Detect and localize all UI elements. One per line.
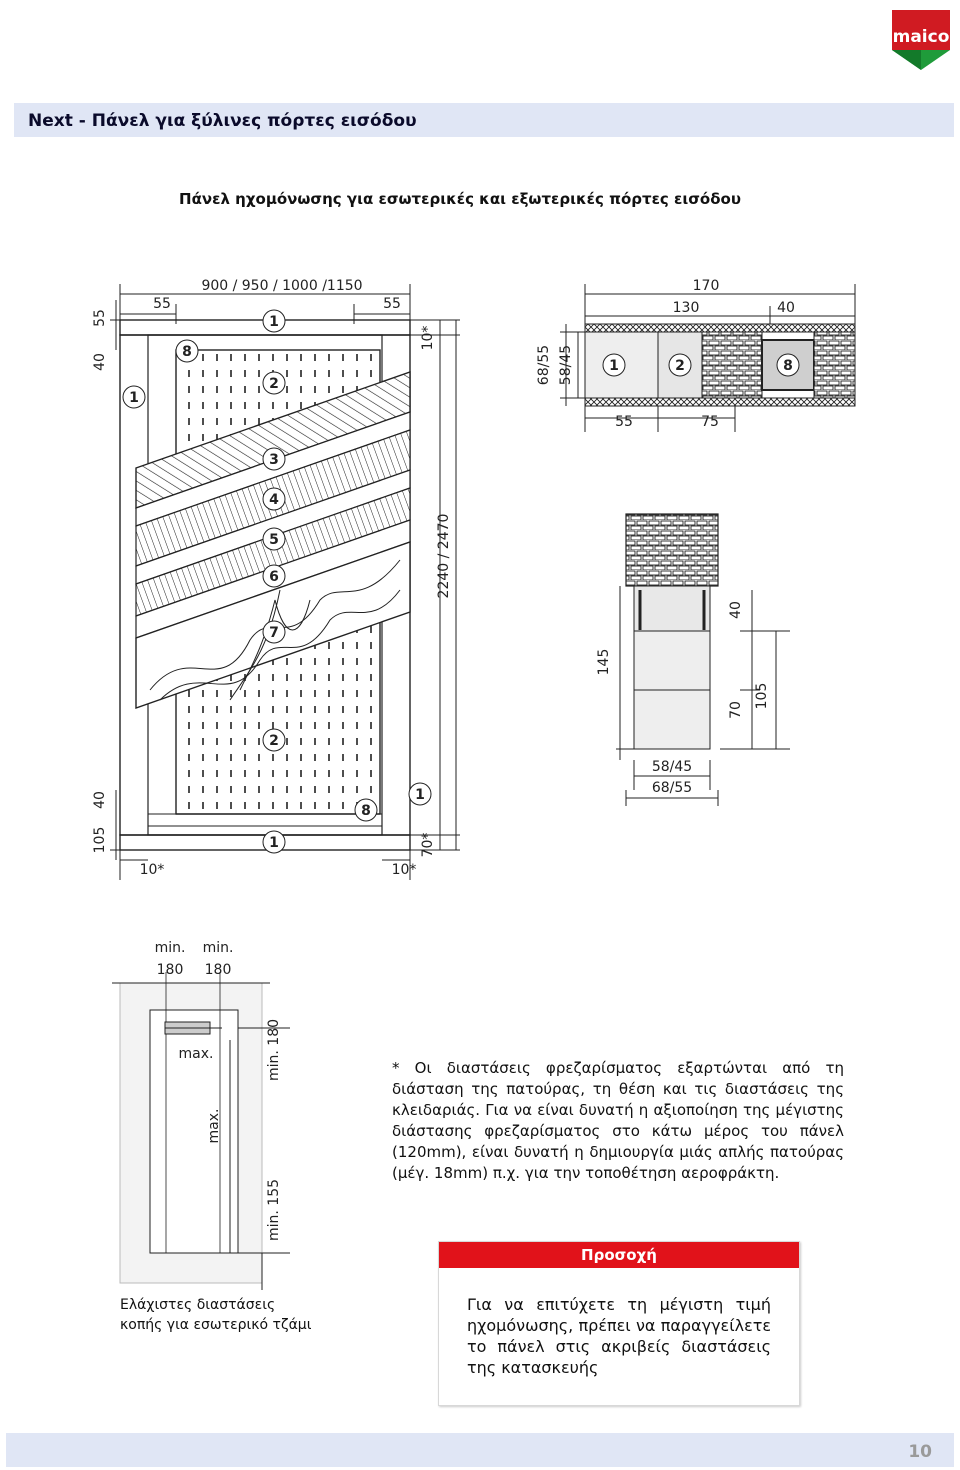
svg-text:min. 180: min. 180 bbox=[266, 1019, 282, 1081]
svg-text:70: 70 bbox=[728, 701, 744, 719]
svg-text:75: 75 bbox=[701, 414, 719, 430]
page-number: 10 bbox=[908, 1442, 932, 1462]
svg-text:55: 55 bbox=[615, 414, 633, 430]
svg-text:8: 8 bbox=[361, 803, 371, 819]
svg-text:1: 1 bbox=[129, 390, 139, 406]
glass-diagram bbox=[112, 972, 290, 1290]
door-dimension-labels: 900 / 950 / 1000 /1150 55 55 55 40 10* 2… bbox=[92, 278, 452, 878]
footnote: * Οι διαστάσεις φρεζαρίσματος εξαρτώνται… bbox=[392, 1059, 844, 1182]
dim-bottom-frame: 40 bbox=[92, 791, 108, 809]
header-band bbox=[14, 103, 954, 137]
svg-text:130: 130 bbox=[673, 300, 700, 316]
section-top-labels: 170 130 40 68/55 58/45 55 75 bbox=[536, 278, 795, 430]
svg-text:4: 4 bbox=[269, 492, 279, 508]
logo-text: maico bbox=[893, 27, 950, 47]
svg-text:2: 2 bbox=[269, 376, 279, 392]
maico-logo: maico bbox=[890, 6, 952, 72]
svg-text:68/55: 68/55 bbox=[652, 780, 692, 796]
dim-right-inset: 55 bbox=[383, 296, 401, 312]
dim-top-edge: 55 bbox=[92, 309, 108, 327]
door-elevation bbox=[110, 284, 460, 880]
dim-left-gap: 10* bbox=[140, 862, 165, 878]
dim-right-gap: 10* bbox=[392, 862, 417, 878]
svg-text:58/45: 58/45 bbox=[558, 345, 574, 385]
glass-diagram-labels: min. min. 180 180 max. max. min. 180 min… bbox=[155, 940, 282, 1241]
svg-text:105: 105 bbox=[754, 683, 770, 710]
svg-text:7: 7 bbox=[269, 625, 279, 641]
svg-text:6: 6 bbox=[269, 569, 279, 585]
svg-text:180: 180 bbox=[157, 962, 184, 978]
svg-text:2: 2 bbox=[675, 358, 685, 374]
dim-top-frame: 40 bbox=[92, 353, 108, 371]
svg-text:max.: max. bbox=[179, 1046, 214, 1062]
svg-text:8: 8 bbox=[182, 344, 192, 360]
svg-text:min. 155: min. 155 bbox=[266, 1179, 282, 1241]
svg-text:180: 180 bbox=[205, 962, 232, 978]
svg-text:1: 1 bbox=[609, 358, 619, 374]
section-top bbox=[560, 284, 856, 432]
section-bottom bbox=[616, 513, 790, 806]
dim-bottom-gap: 70* bbox=[420, 833, 436, 858]
svg-text:145: 145 bbox=[596, 649, 612, 676]
svg-text:2: 2 bbox=[269, 733, 279, 749]
svg-text:max.: max. bbox=[206, 1109, 222, 1144]
attention-text: Για να επιτύχετε τη μέγιστη τιμή ηχομόνω… bbox=[467, 1295, 771, 1377]
svg-text:3: 3 bbox=[269, 452, 279, 468]
dim-width: 900 / 950 / 1000 /1150 bbox=[201, 278, 362, 294]
glass-caption: Ελάχιστες διαστάσεις κοπής για εσωτερικό… bbox=[120, 1297, 312, 1333]
section-top-callouts: 1 2 8 bbox=[602, 353, 800, 377]
svg-text:min.: min. bbox=[155, 940, 186, 956]
svg-text:8: 8 bbox=[783, 358, 793, 374]
svg-text:40: 40 bbox=[728, 601, 744, 619]
attention-box: Προσοχή Για να επιτύχετε τη μέγιστη τιμή… bbox=[438, 1241, 800, 1406]
svg-text:170: 170 bbox=[693, 278, 720, 294]
dim-bottom-edge: 105 bbox=[92, 827, 108, 854]
svg-text:min.: min. bbox=[203, 940, 234, 956]
subtitle: Πάνελ ηχομόνωσης για εσωτερικές και εξωτ… bbox=[179, 190, 741, 208]
attention-title: Προσοχή bbox=[439, 1242, 799, 1268]
svg-text:5: 5 bbox=[269, 532, 279, 548]
svg-text:40: 40 bbox=[777, 300, 795, 316]
door-callouts: 1 8 2 3 4 5 6 7 2 8 1 1 1 bbox=[122, 309, 432, 854]
svg-text:1: 1 bbox=[269, 835, 279, 851]
section-bottom-labels: 145 40 70 105 58/45 68/55 bbox=[596, 601, 770, 796]
svg-text:1: 1 bbox=[269, 314, 279, 330]
page-title: Next - Πάνελ για ξύλινες πόρτες εισόδου bbox=[28, 111, 417, 131]
dim-height: 2240 / 2470 bbox=[436, 514, 452, 599]
footer-band bbox=[6, 1433, 954, 1467]
svg-text:68/55: 68/55 bbox=[536, 345, 552, 385]
dim-top-gap: 10* bbox=[420, 326, 436, 351]
dim-left-inset: 55 bbox=[153, 296, 171, 312]
svg-text:1: 1 bbox=[415, 787, 425, 803]
svg-text:58/45: 58/45 bbox=[652, 759, 692, 775]
